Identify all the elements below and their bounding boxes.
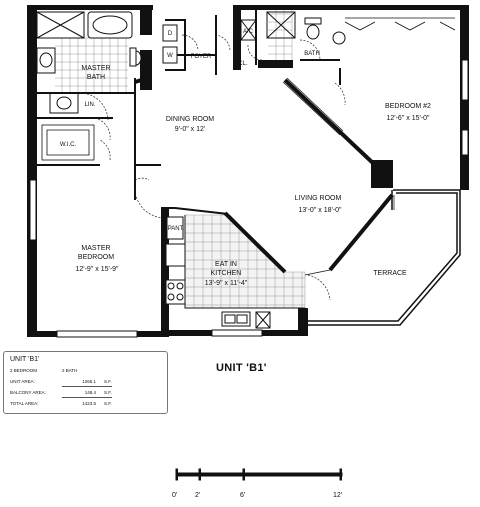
master-bedroom-name: MASTER: [81, 245, 110, 252]
ac-unit: [240, 19, 257, 41]
closet-shelf: [41, 17, 456, 161]
angled-walls: [134, 76, 394, 274]
second-bath-shower: [266, 11, 296, 39]
kitchen-counter: [184, 215, 305, 309]
info-row-value: 1265.1: [82, 379, 96, 384]
info-row-unit: S.F.: [104, 390, 112, 395]
info-row-value: 148.4: [84, 390, 96, 395]
info-row-balcony-area: BALCONY AREA: 148.4 S.F.: [10, 390, 160, 398]
interior-walls: [37, 10, 341, 215]
terrace-name: TERRACE: [373, 270, 407, 277]
pantry-label: PANT.: [168, 226, 185, 232]
info-row-unit: S.F.: [104, 401, 112, 406]
living-room-name: LIVING ROOM: [295, 195, 342, 202]
glass-doors: [282, 77, 395, 276]
info-row-total-area: TOTAL AREA: 1423.5 S.F.: [10, 401, 160, 409]
scale-label-6: 6': [240, 492, 246, 499]
dining-room-dims: 9'-0" x 12': [175, 126, 205, 133]
info-bedrooms: 2 BEDROOM: [10, 368, 38, 373]
scale-label-0: 0': [172, 492, 178, 499]
foyer-label: FOYER: [191, 54, 212, 60]
windows: [29, 59, 469, 338]
master-bath-label: MASTER: [81, 65, 110, 72]
terrace-outline: [308, 189, 461, 326]
closet-label: CL.: [238, 61, 248, 67]
bedroom2-dims: 12'-6" x 15'-0": [386, 115, 430, 122]
info-row-label: BALCONY AREA:: [10, 390, 46, 395]
wic-label: W.I.C.: [60, 142, 77, 148]
scale-label-12: 12': [333, 492, 343, 499]
kitchen-dims: 13'-9" x 11'-4": [205, 280, 248, 287]
toilets: [129, 17, 346, 67]
bedroom2-name: BEDROOM #2: [385, 103, 431, 110]
info-box-title: UNIT 'B1': [10, 356, 40, 363]
info-row-unit: S.F.: [104, 379, 112, 384]
master-bedroom-dims: 12'-9" x 15'-9": [75, 266, 119, 273]
ac-label: A/C: [243, 29, 254, 35]
info-baths: 2 BATH: [62, 368, 78, 373]
info-row-label: UNIT AREA:: [10, 379, 35, 384]
unit-info-box: UNIT 'B1' 2 BEDROOM 2 BATH UNIT AREA: 12…: [3, 351, 168, 414]
scale-label-2: 2': [195, 492, 201, 499]
unit-title: UNIT 'B1': [216, 362, 267, 374]
kitchen-tile-floor: [184, 214, 306, 309]
door-swings: [79, 34, 346, 301]
washer-dryer: [162, 24, 178, 64]
kitchen-appliances: [165, 216, 271, 329]
shower: [36, 11, 85, 39]
master-bedroom-name-2: BEDROOM: [78, 254, 114, 261]
master-bathtub: [87, 11, 133, 39]
kitchen-name-2: KITCHEN: [211, 270, 242, 277]
info-row-unit-area: UNIT AREA: 1265.1 S.F.: [10, 379, 160, 387]
info-row-label: TOTAL AREA:: [10, 401, 39, 406]
living-room-dims: 13'-0" x 18'-0": [298, 207, 342, 214]
info-row-value: 1423.5: [82, 401, 96, 406]
vanity-sinks: [36, 47, 79, 114]
dryer-label: D: [168, 31, 173, 37]
kitchen-name: EAT IN: [215, 261, 237, 268]
master-bath-label-2: BATH: [87, 74, 105, 81]
bath-label: BATH: [304, 51, 320, 57]
washer-label: W: [167, 53, 173, 59]
dining-room-name: DINING ROOM: [166, 116, 214, 123]
linen-label: LIN.: [84, 102, 95, 108]
scale-bar: [175, 468, 343, 481]
